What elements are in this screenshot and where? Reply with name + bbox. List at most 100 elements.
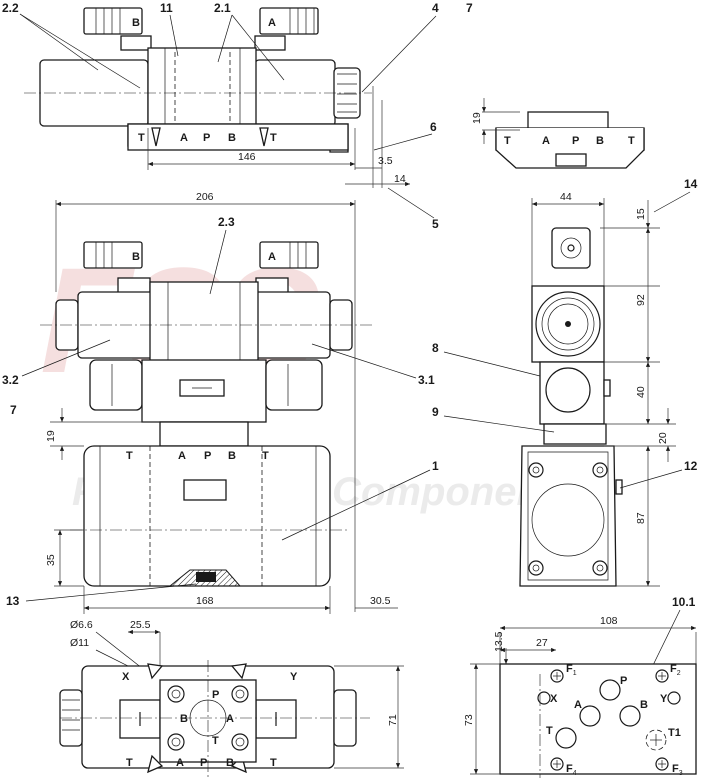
dim-d6-6: Ø6.6 xyxy=(70,619,93,631)
bottom-port-p-row: P xyxy=(200,757,207,769)
dim-44: 44 xyxy=(560,191,572,203)
front-port-b: B xyxy=(228,450,236,462)
top-port-t1: T xyxy=(138,132,145,144)
top-port-b: B xyxy=(228,132,236,144)
top-view-callouts: 2.2 11 2.1 4 6 5 xyxy=(2,1,439,231)
callout-12: 12 xyxy=(684,459,698,473)
callout-11: 11 xyxy=(160,1,173,15)
callout-4: 4 xyxy=(432,1,439,15)
callout-8: 8 xyxy=(432,341,439,355)
bottom-port-p: P xyxy=(212,689,219,701)
front-solenoid-b-label: B xyxy=(132,251,140,263)
top-solenoid-a-label: A xyxy=(268,17,276,29)
dim-19-top: 19 xyxy=(471,112,483,124)
callout-2-2: 2.2 xyxy=(2,1,19,15)
top-port-a: A xyxy=(180,132,188,144)
front-port-a: A xyxy=(178,450,186,462)
plate-f3: F3 xyxy=(672,763,683,777)
plate-port-t1: T1 xyxy=(668,727,681,739)
subplate-view: 10.1 108 27 13.5 73 P X A B Y xyxy=(463,595,697,778)
bottom-port-b: B xyxy=(180,713,188,725)
dim-3-5: 3.5 xyxy=(378,155,393,167)
side-port-a: A xyxy=(542,135,550,147)
callout-6: 6 xyxy=(430,120,437,134)
bottom-port-t-row-1: T xyxy=(126,757,133,769)
dim-146: 146 xyxy=(238,151,256,163)
bottom-port-y: Y xyxy=(290,671,298,683)
plate-port-b: B xyxy=(640,699,648,711)
dim-73: 73 xyxy=(463,714,475,726)
dim-87: 87 xyxy=(635,512,647,524)
callout-3-2: 3.2 xyxy=(2,373,19,387)
dim-206: 206 xyxy=(196,191,214,203)
side-port-b: B xyxy=(596,135,604,147)
plate-f3-letter: F xyxy=(672,763,679,775)
plate-f2-index: 2 xyxy=(677,670,681,677)
dim-20: 20 xyxy=(657,432,669,444)
callout-2-3: 2.3 xyxy=(218,215,235,229)
plate-f4-letter: F xyxy=(566,763,573,775)
plate-port-y: Y xyxy=(660,693,668,705)
plate-f1-letter: F xyxy=(566,663,573,675)
top-port-p: P xyxy=(203,132,210,144)
callout-7-left: 7 xyxy=(10,403,17,417)
dim-35: 35 xyxy=(45,554,57,566)
bottom-view: Ø6.6 Ø11 25.5 X Y P B A T T xyxy=(59,619,404,778)
callout-3-1: 3.1 xyxy=(418,373,435,387)
plate-f4-index: 4 xyxy=(573,770,577,777)
front-port-p: P xyxy=(204,450,211,462)
plate-port-a: A xyxy=(574,699,582,711)
side-view: 44 15 xyxy=(519,191,676,587)
plate-f2-letter: F xyxy=(670,663,677,675)
callout-2-1: 2.1 xyxy=(214,1,231,15)
dim-d11: Ø11 xyxy=(70,637,89,649)
callout-1: 1 xyxy=(432,459,439,473)
dim-92: 92 xyxy=(635,294,647,306)
side-port-t2: T xyxy=(628,135,635,147)
front-view: 206 B A T A P xyxy=(40,191,398,614)
callout-5: 5 xyxy=(432,217,439,231)
dim-168: 168 xyxy=(196,595,214,607)
plate-f1: F1 xyxy=(566,663,577,677)
side-top-view: 7 T A P B T 19 xyxy=(466,1,645,169)
top-solenoid-b-label: B xyxy=(132,17,140,29)
front-solenoid-a-label: A xyxy=(268,251,276,263)
dim-27: 27 xyxy=(536,637,548,649)
plate-f3-index: 3 xyxy=(679,770,683,777)
dim-108: 108 xyxy=(600,615,618,627)
dim-14: 14 xyxy=(394,173,406,185)
plate-f1-index: 1 xyxy=(573,670,577,677)
callout-10-1: 10.1 xyxy=(672,595,696,609)
front-view-callouts: 2.3 3.2 3.1 7 1 13 xyxy=(2,215,439,608)
front-port-t1: T xyxy=(126,450,133,462)
plate-f4: F4 xyxy=(566,763,577,777)
front-port-t2: T xyxy=(262,450,269,462)
dim-19-left: 19 xyxy=(45,430,57,442)
top-port-t2: T xyxy=(270,132,277,144)
side-port-t1: T xyxy=(504,135,511,147)
side-view-callouts: 14 8 9 12 xyxy=(432,177,698,489)
dim-13-5: 13.5 xyxy=(493,631,505,652)
plate-port-t: T xyxy=(546,725,553,737)
callout-7-top: 7 xyxy=(466,1,473,15)
bottom-port-a-row: A xyxy=(176,757,184,769)
dim-71: 71 xyxy=(387,714,399,726)
dim-30-5: 30.5 xyxy=(370,595,391,607)
bottom-port-x: X xyxy=(122,671,130,683)
side-port-p: P xyxy=(572,135,579,147)
bottom-port-t: T xyxy=(212,735,219,747)
top-view: B A T A P B T xyxy=(24,7,410,188)
bottom-port-a: A xyxy=(226,713,234,725)
dim-15: 15 xyxy=(635,208,647,220)
callout-9: 9 xyxy=(432,405,439,419)
bottom-port-t-row-2: T xyxy=(270,757,277,769)
bottom-port-b-row: B xyxy=(226,757,234,769)
dim-25-5: 25.5 xyxy=(130,619,151,631)
dim-40: 40 xyxy=(635,386,647,398)
plate-f2: F2 xyxy=(670,663,681,677)
callout-14: 14 xyxy=(684,177,698,191)
plate-port-p: P xyxy=(620,675,627,687)
callout-13: 13 xyxy=(6,594,20,608)
